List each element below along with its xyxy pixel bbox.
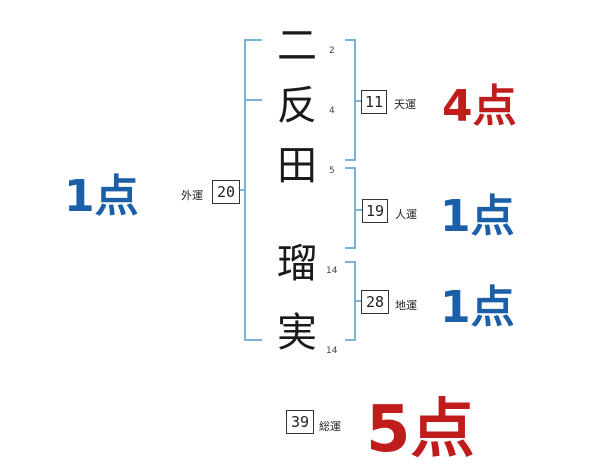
- stroke-count-5: 14: [326, 346, 338, 356]
- name-char-3: 田: [277, 143, 317, 189]
- ten-bracket: [345, 39, 356, 161]
- chi-un-label: 地運: [395, 299, 417, 312]
- name-char-4: 瑠: [277, 241, 317, 287]
- name-char-5: 実: [277, 310, 317, 356]
- so-un-score: 5点: [366, 393, 475, 467]
- so-un-value: 39: [286, 410, 314, 434]
- jin-bracket: [345, 167, 356, 249]
- ten-un-label: 天運: [394, 98, 416, 111]
- name-char-2: 反: [277, 83, 317, 129]
- jin-un-label: 人運: [395, 208, 417, 221]
- stroke-count-2: 4: [329, 106, 335, 116]
- ten-un-value: 11: [361, 90, 387, 114]
- chi-bracket: [345, 261, 356, 341]
- gai-un-value: 20: [212, 180, 240, 204]
- stroke-count-3: 5: [329, 166, 335, 176]
- jin-un-value: 19: [362, 199, 388, 223]
- jin-un-score: 1点: [440, 191, 515, 242]
- ten-un-score: 4点: [442, 81, 517, 132]
- chi-un-score: 1点: [440, 282, 515, 333]
- so-un-label: 総運: [319, 420, 341, 433]
- outer-bracket: [244, 39, 262, 341]
- stroke-count-4: 14: [326, 266, 338, 276]
- name-char-1: 二: [277, 23, 317, 69]
- stroke-count-1: 2: [329, 46, 335, 56]
- gai-un-score: 1点: [64, 171, 139, 222]
- gai-un-label: 外運: [181, 189, 203, 202]
- chi-un-value: 28: [361, 290, 389, 314]
